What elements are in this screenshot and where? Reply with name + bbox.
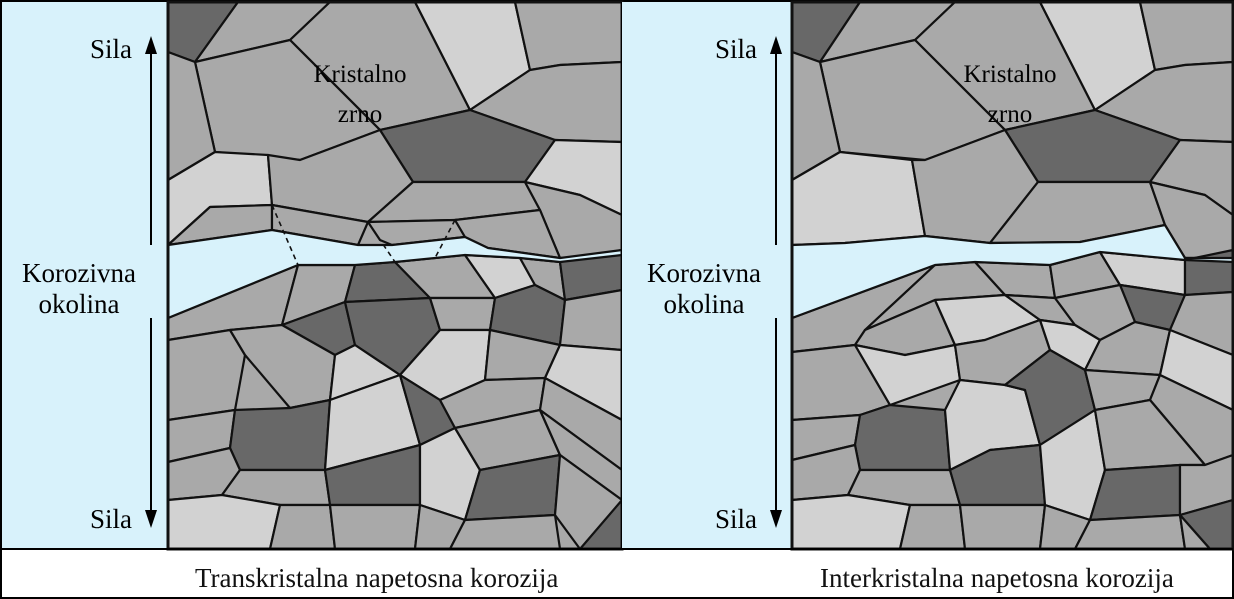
force-label-top: Sila [715,34,757,64]
grain-structure [166,0,624,551]
grain-label-line2: zrno [988,101,1032,128]
force-label-bottom: Sila [715,504,757,534]
environment-region [2,2,168,549]
environment-region [622,2,792,549]
arrow-up-icon [770,36,782,54]
arrow-down-icon [145,510,157,528]
force-label-top: Sila [90,34,132,64]
environment-label-line2: okolina [664,289,745,319]
force-label-bottom: Sila [90,504,132,534]
environment-label-line1: Korozivna [647,258,761,288]
panel-intercrystalline: Sila Sila Korozivna okolina Kristalno zr… [622,0,1234,551]
caption-intercrystalline: Interkristalna napetosna korozija [820,563,1174,593]
panel-transcrystalline: Sila Sila Korozivna okolina Kristalno zr… [2,0,624,551]
grain-label-line1: Kristalno [963,61,1056,88]
arrow-up-icon [145,36,157,54]
arrow-down-icon [770,510,782,528]
grain-structure [790,0,1234,551]
grain-label-line2: zrno [338,101,382,128]
grain-label-line1: Kristalno [313,61,406,88]
environment-label-line2: okolina [39,289,120,319]
caption-transcrystalline: Transkristalna napetosna korozija [195,563,559,593]
environment-label-line1: Korozivna [22,258,136,288]
